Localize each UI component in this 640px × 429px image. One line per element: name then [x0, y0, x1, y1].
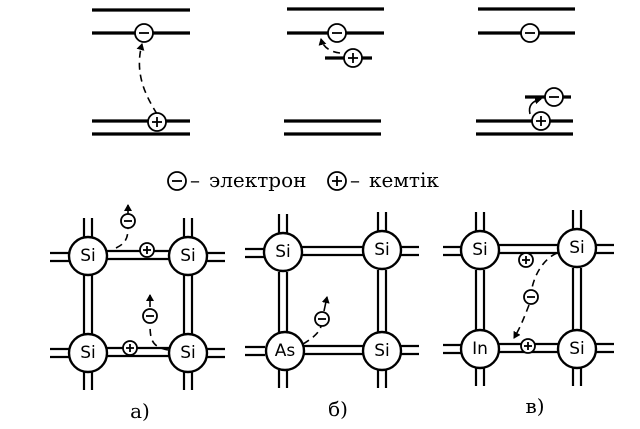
- atom-label: Si: [180, 246, 196, 266]
- electron-path: [513, 304, 530, 339]
- band-diagram-b: [284, 7, 384, 136]
- electron-icon: [134, 23, 154, 43]
- atom-si: [556, 227, 598, 269]
- legend-hole-label: кемтік: [369, 168, 439, 192]
- caption-b: б): [328, 397, 348, 421]
- atom-label: In: [472, 339, 488, 359]
- electron-icon: [520, 23, 540, 43]
- transition-arrow: [136, 43, 158, 115]
- legend-hole-dash: –: [350, 168, 360, 192]
- hole-icon: [147, 112, 167, 132]
- escape-path: [149, 323, 169, 351]
- hole-icon: [327, 171, 347, 191]
- atom-si: [262, 231, 304, 273]
- transition-arrow: [318, 38, 341, 54]
- atom-as: [264, 330, 306, 372]
- atom-label: Si: [569, 339, 585, 359]
- atom-label: Si: [569, 238, 585, 258]
- hole-icon: [343, 48, 363, 68]
- atom-label: Si: [374, 341, 390, 361]
- electron-icon: [120, 213, 136, 229]
- electron-path: [531, 252, 558, 289]
- electron-icon: [327, 23, 347, 43]
- atom-label: Si: [472, 240, 488, 260]
- hole-icon: [122, 340, 138, 356]
- atom-si: [361, 330, 403, 372]
- atom-si: [67, 332, 109, 374]
- band-diagram-a: [92, 8, 190, 136]
- atom-in: [459, 328, 501, 370]
- arrow-icon: [321, 296, 330, 312]
- hole-icon: [139, 242, 155, 258]
- legend: – электрон – кемтік: [167, 168, 439, 192]
- electron-icon: [167, 171, 187, 191]
- caption-c: в): [525, 394, 544, 418]
- transition-arrow: [528, 96, 542, 115]
- escape-path: [115, 227, 129, 249]
- lattice-a: Si Si Si Si а): [50, 204, 225, 423]
- caption-a: а): [130, 399, 150, 423]
- atom-label: Si: [275, 242, 291, 262]
- atom-label: Si: [80, 343, 96, 363]
- atom-si: [167, 235, 209, 277]
- legend-electron-label: электрон: [209, 168, 306, 192]
- hole-icon: [520, 338, 536, 354]
- escape-path: [302, 325, 322, 345]
- hole-icon: [518, 252, 534, 268]
- atom-si: [556, 328, 598, 370]
- atom-label: Si: [374, 240, 390, 260]
- hole-icon: [531, 111, 551, 131]
- atom-label: As: [275, 341, 296, 361]
- electron-icon: [142, 308, 158, 324]
- atom-si: [459, 229, 501, 271]
- electron-icon: [544, 87, 564, 107]
- atom-label: Si: [180, 343, 196, 363]
- atom-si: [361, 229, 403, 271]
- band-diagram-c: [476, 7, 575, 136]
- legend-electron-dash: –: [190, 168, 200, 192]
- electron-icon: [314, 311, 330, 327]
- electron-icon: [523, 289, 539, 305]
- atom-label: Si: [80, 246, 96, 266]
- atom-si: [167, 332, 209, 374]
- lattice-c: Si Si In Si в): [443, 210, 614, 418]
- atom-si: [67, 235, 109, 277]
- lattice-b: Si Si As Si б): [245, 212, 419, 421]
